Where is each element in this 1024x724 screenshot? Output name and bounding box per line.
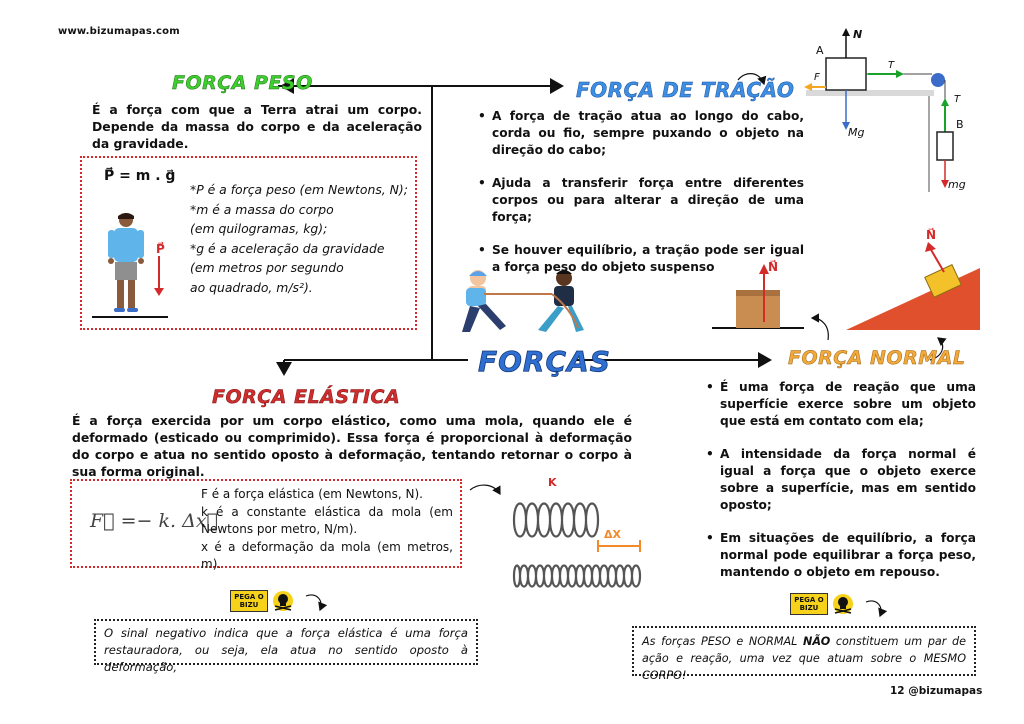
peso-formula-box	[80, 156, 417, 330]
bizu-tag-line: PEGA O	[234, 593, 264, 601]
bizu-tag-line: BIZU	[799, 604, 819, 612]
diagram-label-mg-lower: mg	[948, 178, 966, 191]
bizu-tag-line: BIZU	[239, 601, 259, 609]
skull-icon	[833, 594, 853, 614]
bizu-tag-left: PEGA O BIZU	[230, 590, 294, 612]
peso-formula: P⃗ = m . g⃗	[104, 168, 176, 184]
normal-list: É uma força de reação que uma superfície…	[706, 379, 976, 597]
bizu-note-left: O sinal negativo indica que a força elás…	[94, 619, 478, 674]
pulley-diagram	[804, 28, 954, 192]
normal-item: É uma força de reação que uma superfície…	[706, 379, 976, 430]
peso-def-line: ao quadrado, m/s²).	[190, 279, 313, 295]
elastica-definitions: F é a força elástica (em Newtons, N). k …	[201, 486, 453, 574]
weight-arrow	[154, 256, 164, 296]
person-illustration	[108, 213, 144, 312]
bizu-note-right: As forças PESO e NORMAL NÃO constituem u…	[632, 626, 976, 682]
page-footer: 12 @bizumapas	[890, 685, 982, 697]
peso-def-line: (em metros por segundo	[190, 260, 344, 275]
peso-definitions: *P é a força peso (em Newtons, N); *m é …	[190, 180, 412, 297]
diagram-label-t2: T	[954, 94, 961, 105]
bizu-note-right-text: As forças PESO e NORMAL	[642, 635, 804, 648]
tracao-list: A força de tração atua ao longo do cabo,…	[478, 108, 804, 292]
diagram-label-n: N	[853, 28, 863, 41]
ground-line	[92, 316, 168, 318]
elastica-def-line: k é a constante elástica da mola (em New…	[201, 504, 453, 537]
normal-item: A intensidade da força normal é igual a …	[706, 446, 976, 514]
title-forca-tracao: FORÇA DE TRAÇÃO	[576, 78, 795, 103]
tug-of-war-illustration	[462, 270, 584, 332]
peso-def-line: *P é a força peso (em Newtons, N);	[190, 182, 408, 197]
peso-def-line: *m é a massa do corpo	[190, 201, 334, 217]
diagram-label-b: B	[956, 118, 964, 131]
bizu-tag-label: PEGA O BIZU	[230, 590, 268, 612]
title-forcas: FORÇAS	[478, 345, 611, 379]
title-forca-peso: FORÇA PESO	[172, 72, 313, 95]
normal-item: Em situações de equilíbrio, a força norm…	[706, 530, 976, 581]
normal-ramp-label: N⃗	[926, 228, 937, 242]
bizu-tag-line: PEGA O	[794, 596, 824, 604]
bizu-note-right-emphasis: NÃO	[803, 635, 831, 648]
spring-dx-label: ΔX	[604, 528, 621, 541]
title-forca-elastica: FORÇA ELÁSTICA	[212, 386, 401, 409]
diagram-label-f: F	[814, 72, 820, 83]
elastica-def-line: x é a deformação da mola (em metros, m).	[201, 539, 453, 572]
peso-def-line: *g é a aceleração da gravidade	[190, 240, 385, 256]
peso-def-line: (em quilogramas, kg);	[190, 221, 328, 236]
bizu-tag-label: PEGA O BIZU	[790, 593, 828, 615]
skull-icon	[273, 591, 293, 611]
site-url: www.bizumapas.com	[58, 26, 180, 37]
tracao-item: Ajuda a transferir força entre diferente…	[478, 175, 804, 226]
spring-illustration	[512, 502, 642, 588]
box-normal-illustration	[712, 264, 804, 329]
elastica-formula: F⃗ =− k. Δx⃗	[90, 510, 218, 532]
bizu-note-right-text: constituem um par de ação e reação, uma …	[642, 635, 967, 682]
elastica-formula-box	[70, 479, 462, 568]
weight-arrow-label: P⃗	[156, 242, 165, 256]
ramp-normal-illustration	[846, 242, 980, 330]
social-handle: @bizumapas	[908, 685, 983, 697]
diagram-label-mg-upper: Mg	[848, 126, 865, 139]
elastica-def-line: F é a força elástica (em Newtons, N).	[201, 487, 423, 501]
elastica-description: É a força exercida por um corpo elástico…	[72, 413, 632, 479]
peso-description: É a força com que a Terra atrai um corpo…	[92, 102, 422, 151]
normal-box-label: N⃗	[768, 260, 779, 274]
diagram-label-a: A	[816, 44, 824, 57]
page-number: 12	[890, 685, 905, 697]
tracao-item: Se houver equilíbrio, a tração pode ser …	[478, 242, 804, 276]
spring-k-label: K	[548, 476, 557, 489]
diagram-label-t1: T	[888, 60, 895, 71]
title-forca-normal: FORÇA NORMAL	[788, 347, 966, 370]
bizu-tag-right: PEGA O BIZU	[790, 593, 854, 615]
tracao-item: A força de tração atua ao longo do cabo,…	[478, 108, 804, 159]
